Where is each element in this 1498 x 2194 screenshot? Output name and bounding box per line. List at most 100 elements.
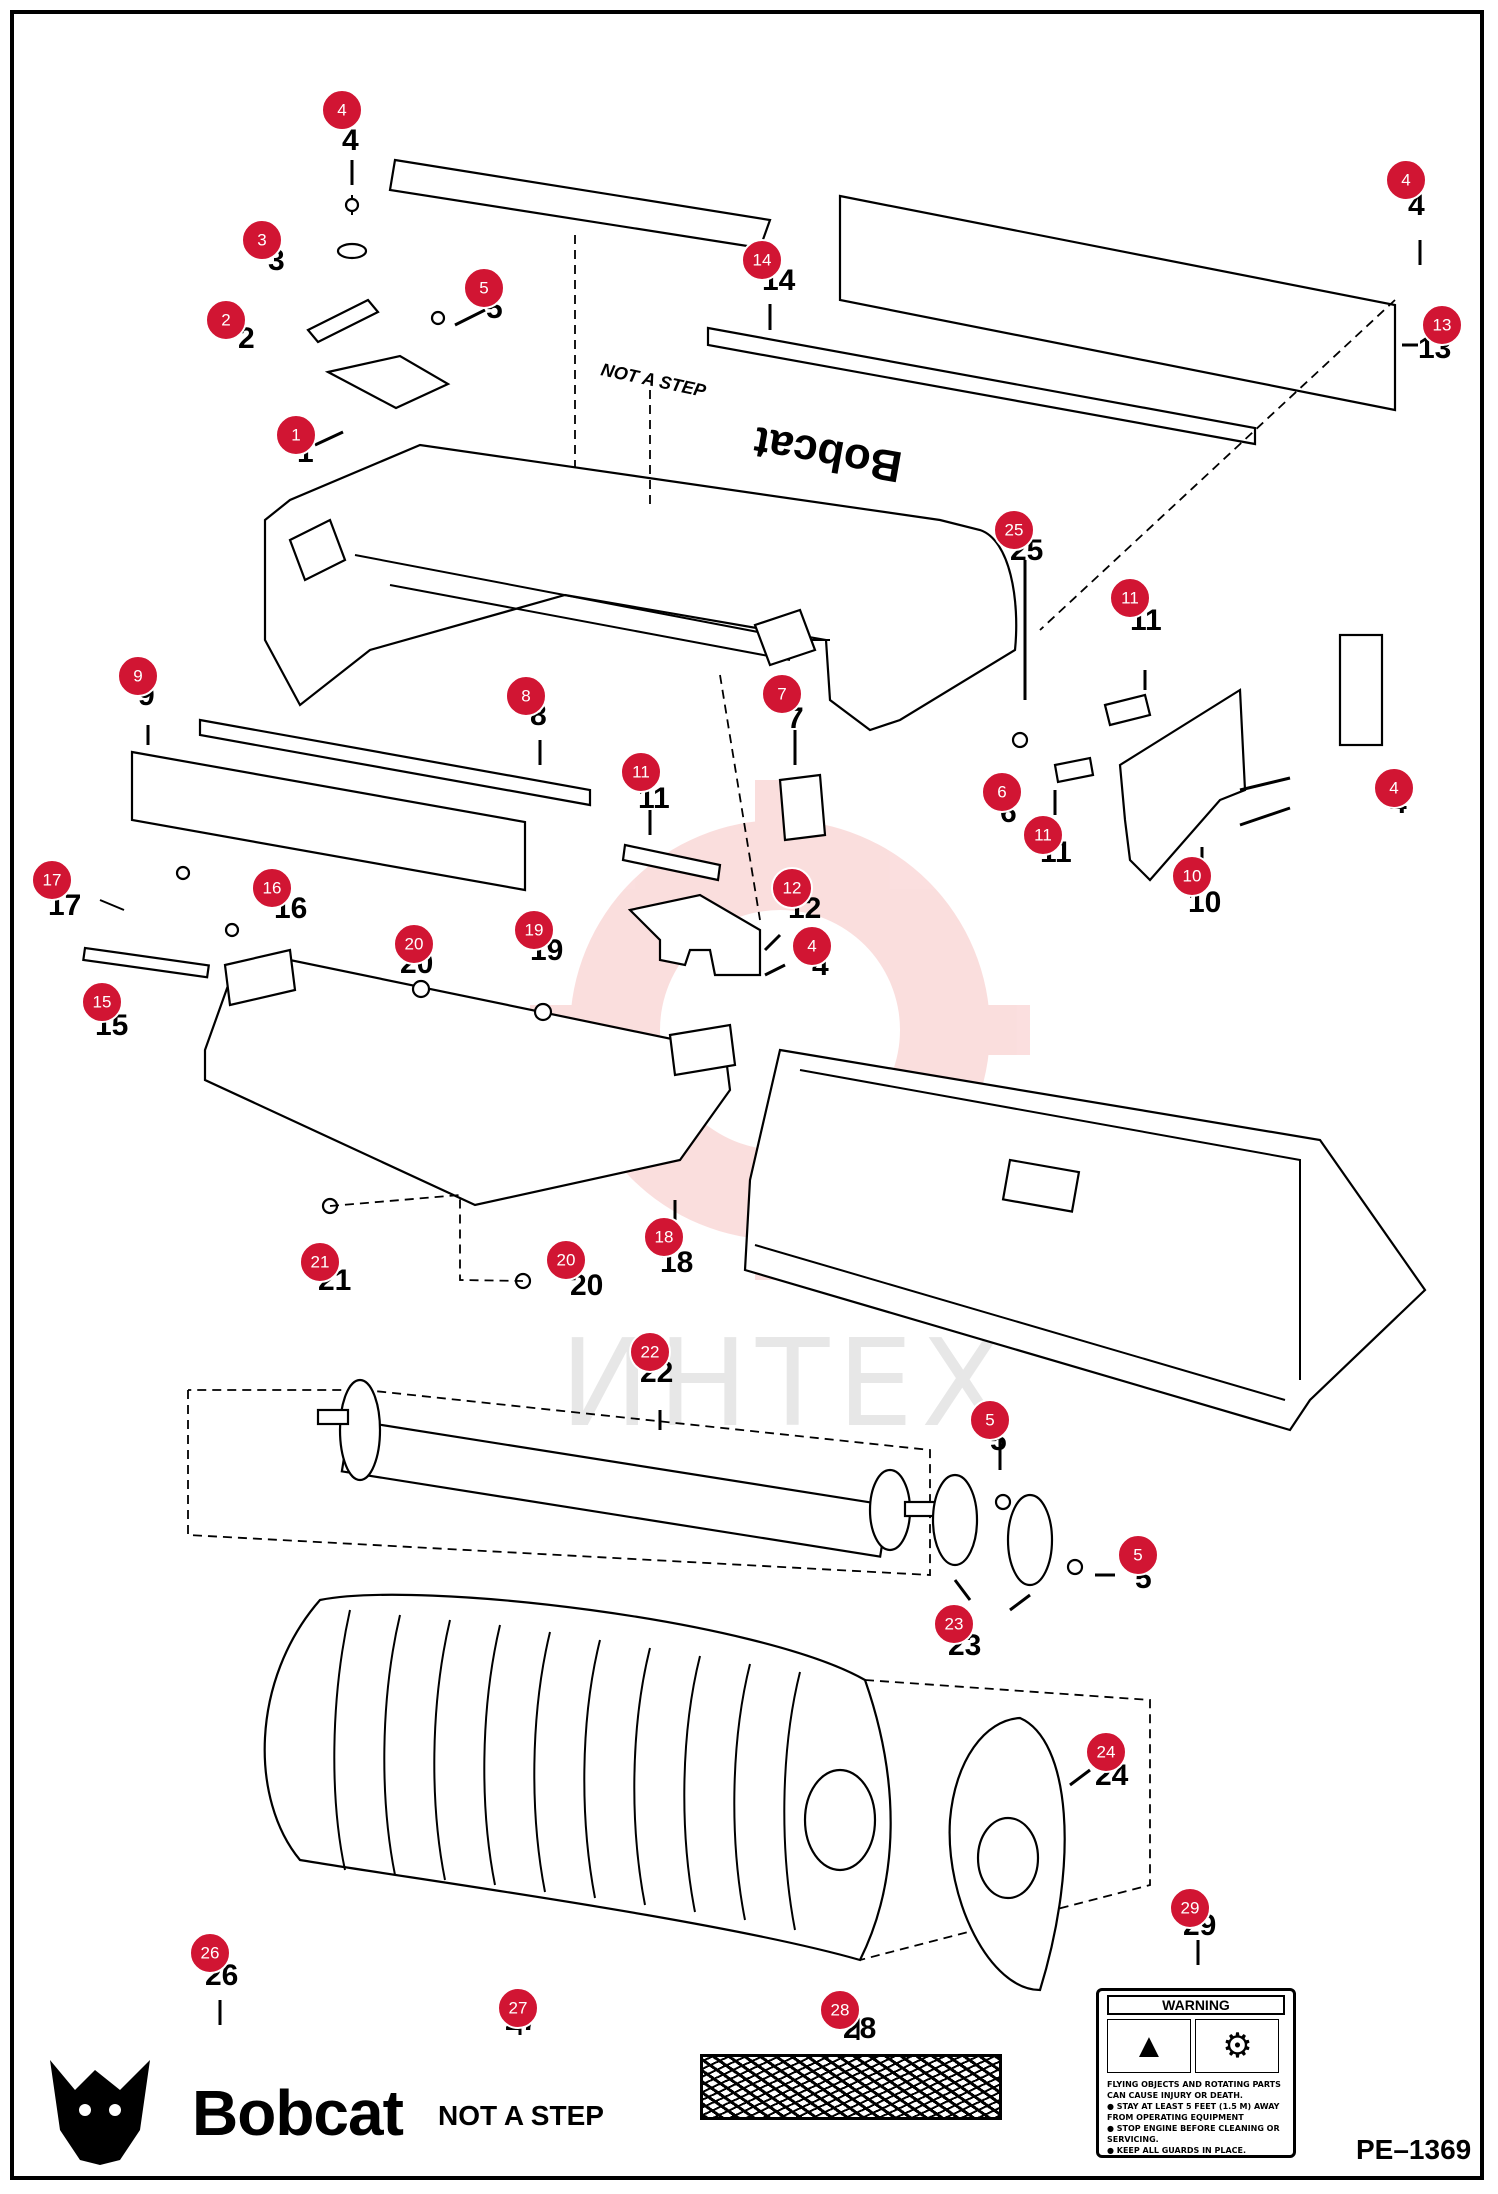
callout-p20b: 20 <box>545 1239 587 1281</box>
svg-text:11: 11 <box>632 763 650 782</box>
callout-p18: 18 <box>643 1216 685 1258</box>
callout-p11b: 11 <box>1022 814 1064 856</box>
rotating-parts-icon: ⚙ <box>1195 2019 1280 2073</box>
svg-text:8: 8 <box>521 687 530 706</box>
callout-p21: 21 <box>299 1241 341 1283</box>
callout-p23: 23 <box>933 1603 975 1645</box>
svg-text:17: 17 <box>43 871 62 890</box>
bar-8 <box>198 718 592 807</box>
svg-text:4: 4 <box>1389 779 1398 798</box>
plate-11-right <box>1103 693 1152 727</box>
leader-lines <box>108 160 1422 2040</box>
flying-objects-icon: ▲ <box>1107 2019 1191 2073</box>
strip-14 <box>706 326 1257 446</box>
svg-text:27: 27 <box>509 1999 528 2018</box>
svg-text:20: 20 <box>405 935 424 954</box>
svg-text:11: 11 <box>1034 826 1052 845</box>
bolt-6 <box>1011 731 1029 749</box>
decal-square <box>1338 633 1384 747</box>
svg-text:4: 4 <box>337 101 346 120</box>
callout-p26: 26 <box>189 1932 231 1974</box>
callout-p24: 24 <box>1085 1731 1127 1773</box>
warning-line: ● STAY AT LEAST 5 FEET (1.5 M) AWAY FROM… <box>1107 2102 1280 2122</box>
bolt-5-top <box>430 310 446 326</box>
washer-3 <box>336 242 368 260</box>
callout-p20a: 20 <box>393 923 435 965</box>
rear-panel-13 <box>838 194 1397 412</box>
svg-text:18: 18 <box>655 1228 674 1247</box>
callout-markers: 1234444555678910111111121314151617181920… <box>31 89 1463 2031</box>
warning-line: ● STOP ENGINE BEFORE CLEANING OR SERVICI… <box>1107 2124 1280 2144</box>
callout-p16: 16 <box>251 867 293 909</box>
bolt-5-low <box>1066 1558 1084 1576</box>
plate-11-lower <box>1053 756 1095 784</box>
svg-text:1: 1 <box>291 426 300 445</box>
svg-text:4: 4 <box>807 937 816 956</box>
callout-p4b: 4 <box>1385 159 1427 201</box>
svg-text:13: 13 <box>1433 316 1452 335</box>
callout-p15: 15 <box>81 981 123 1023</box>
callout-p22: 22 <box>629 1331 671 1373</box>
svg-text:4: 4 <box>1401 171 1410 190</box>
svg-text:16: 16 <box>263 879 282 898</box>
svg-text:20: 20 <box>557 1251 576 1270</box>
svg-text:29: 29 <box>1181 1899 1200 1918</box>
svg-text:28: 28 <box>831 2001 850 2020</box>
callout-p14: 14 <box>741 239 783 281</box>
bolt-4-top <box>344 195 360 215</box>
bracket-7 <box>778 773 827 842</box>
svg-text:15: 15 <box>93 993 112 1012</box>
callout-p4c: 4 <box>1373 767 1415 809</box>
warning-pictograms: ▲ ⚙ <box>1107 2019 1285 2075</box>
callout-p2: 2 <box>205 299 247 341</box>
shaft-15 <box>82 946 211 979</box>
svg-text:21: 21 <box>311 1253 330 1272</box>
callout-p5c: 5 <box>1117 1534 1159 1576</box>
callout-p5a: 5 <box>463 267 505 309</box>
warning-line: ● KEEP ALL GUARDS IN PLACE. <box>1107 2146 1247 2155</box>
plate-11-center <box>621 843 722 882</box>
callout-p28: 28 <box>819 1989 861 2031</box>
callout-p9: 9 <box>117 655 159 697</box>
svg-text:9: 9 <box>133 667 142 686</box>
callout-p11c: 11 <box>620 751 662 793</box>
callout-p13: 13 <box>1421 304 1463 346</box>
svg-text:11: 11 <box>1121 589 1139 608</box>
callout-p6: 6 <box>981 771 1023 813</box>
disc-23b <box>1006 1493 1054 1587</box>
svg-text:5: 5 <box>1133 1546 1142 1565</box>
svg-text:24: 24 <box>1097 1743 1116 1762</box>
svg-text:5: 5 <box>479 279 488 298</box>
svg-text:12: 12 <box>783 879 802 898</box>
cover-plate-1 <box>324 354 451 410</box>
callout-p17: 17 <box>31 859 73 901</box>
disc-23a <box>931 1473 979 1567</box>
guard-12 <box>627 893 762 977</box>
callout-p10: 10 <box>1171 855 1213 897</box>
bolt-5-mid <box>994 1493 1012 1511</box>
callout-p3: 3 <box>241 219 283 261</box>
nut-20-top <box>411 979 431 999</box>
callout-p25: 25 <box>993 509 1035 551</box>
warning-text: FLYING OBJECTS AND ROTATING PARTS CAN CA… <box>1107 2079 1285 2155</box>
svg-text:22: 22 <box>641 1343 660 1362</box>
svg-text:7: 7 <box>777 685 786 704</box>
callout-p19: 19 <box>513 909 555 951</box>
drawing-frame <box>10 10 1484 2180</box>
not-a-step-embossed: NOT A STEP <box>599 359 708 401</box>
svg-text:25: 25 <box>1005 521 1024 540</box>
svg-text:23: 23 <box>945 1615 964 1634</box>
callout-p27: 27 <box>497 1987 539 2029</box>
svg-text:14: 14 <box>753 251 772 270</box>
bobcat-logo-icon <box>50 2060 150 2165</box>
brand-wordmark: Bobcat <box>192 2077 404 2149</box>
bucket-frame <box>743 1048 1427 1432</box>
drawing-number: PE–1369 <box>1356 2134 1472 2165</box>
svg-text:2: 2 <box>221 311 230 330</box>
housing-logo-text: Bobcat <box>750 417 906 491</box>
callout-p8: 8 <box>505 675 547 717</box>
callout-p1: 1 <box>275 414 317 456</box>
watermark: ИНТЕХ <box>560 1315 1012 1454</box>
part-number-4a: 4 <box>342 124 359 157</box>
